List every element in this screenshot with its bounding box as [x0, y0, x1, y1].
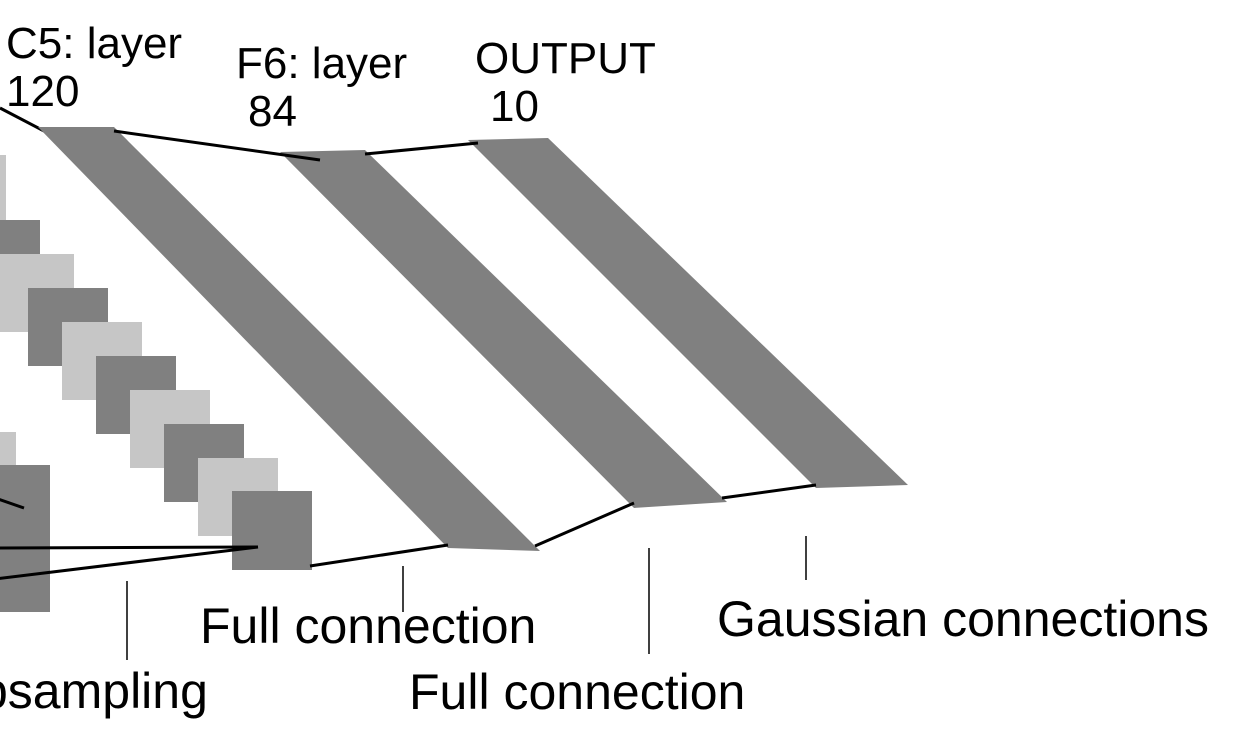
c3-map: [0, 465, 50, 612]
subsampling-label: bsampling: [0, 663, 208, 719]
gaussian-connections-label: Gaussian connections: [717, 591, 1209, 647]
f6-layer-band: [280, 150, 727, 508]
output-layer-name: OUTPUT: [475, 34, 656, 83]
f6-layer-size: 84: [248, 87, 297, 136]
label-leader-lines: [126, 536, 807, 660]
c3-feature-maps: [0, 432, 50, 612]
s4-feature-maps: [0, 155, 312, 570]
layer-connection-lines: [113, 129, 817, 568]
s4-map: [232, 491, 312, 570]
s4-map: [0, 155, 6, 233]
c5-layer-band: [38, 127, 540, 551]
c5-layer-size: 120: [6, 67, 79, 116]
s4-connection-lines: [0, 106, 259, 580]
c5-layer-name: C5: layer: [6, 19, 182, 68]
output-layer-band: [468, 138, 908, 488]
c3-map: [0, 432, 16, 472]
full-connection-label-2: Full connection: [409, 664, 745, 720]
f6-layer-name: F6: layer: [236, 39, 407, 88]
output-layer-size: 10: [490, 82, 539, 131]
full-connection-label-1: Full connection: [200, 598, 536, 654]
